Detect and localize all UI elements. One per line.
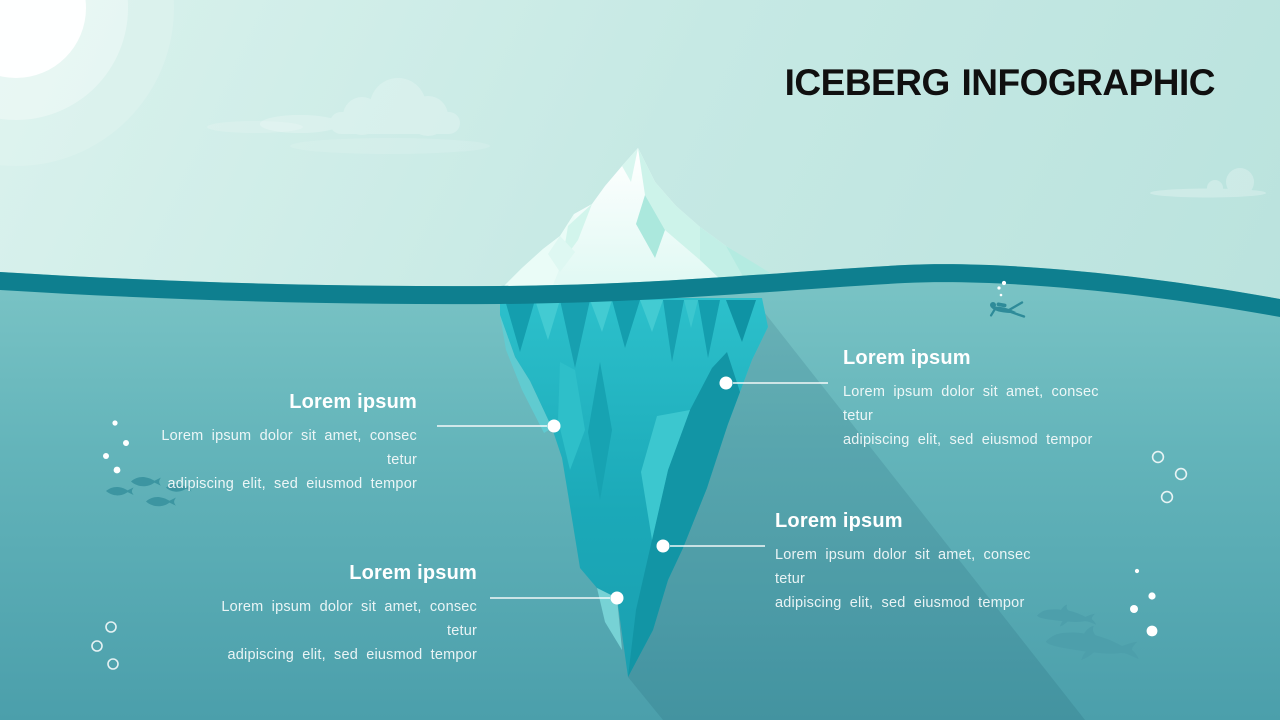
callout-lower-left: Lorem ipsum Lorem ipsum dolor sit amet, … (202, 562, 477, 667)
callout-lower-right: Lorem ipsum Lorem ipsum dolor sit amet, … (775, 510, 1050, 615)
callout-dot-lower-right (656, 539, 670, 553)
fish-school (106, 477, 192, 507)
scuba-diver (989, 280, 1026, 318)
callout-body-line1: Lorem ipsum dolor sit amet, consec tetur (843, 384, 1099, 424)
callout-upper-right: Lorem ipsum Lorem ipsum dolor sit amet, … (843, 347, 1118, 452)
dolphins (1037, 604, 1139, 660)
callout-body-line1: Lorem ipsum dolor sit amet, consec tetur (775, 547, 1031, 587)
page-title: ICEBERG INFOGRAPHIC (784, 62, 1216, 103)
callout-dot-lower-left (610, 591, 624, 605)
callout-heading: Lorem ipsum (349, 562, 477, 584)
bubbles-left (103, 420, 129, 474)
callout-body-line2: adipiscing elit, sed eiusmod tempor (843, 432, 1093, 448)
bubble-rings-left (91, 621, 119, 670)
waterline-wave (0, 264, 1280, 317)
bubbles-right (1130, 568, 1158, 637)
callout-dots (547, 376, 733, 605)
callout-heading: Lorem ipsum (775, 510, 903, 532)
callout-connectors (437, 382, 828, 599)
cloud-right-icon (1150, 168, 1266, 198)
callout-heading: Lorem ipsum (289, 391, 417, 413)
callout-dot-upper-left (547, 419, 561, 433)
iceberg-shadow (628, 303, 1085, 720)
callout-body-line2: adipiscing elit, sed eiusmod tempor (775, 595, 1025, 611)
callout-body-line1: Lorem ipsum dolor sit amet, consec tetur (221, 599, 477, 639)
callout-body-line2: adipiscing elit, sed eiusmod tempor (167, 476, 417, 492)
callout-body-line2: adipiscing elit, sed eiusmod tempor (227, 647, 477, 663)
callout-heading: Lorem ipsum (843, 347, 971, 369)
iceberg-below-water (500, 298, 768, 677)
callout-body-line1: Lorem ipsum dolor sit amet, consec tetur (161, 428, 417, 468)
sun-icon (0, 0, 174, 166)
cloud-left-icon (207, 78, 490, 154)
callout-dot-upper-right (719, 376, 733, 390)
bubble-rings-right (1151, 450, 1188, 504)
callout-upper-left: Lorem ipsum Lorem ipsum dolor sit amet, … (142, 391, 417, 496)
